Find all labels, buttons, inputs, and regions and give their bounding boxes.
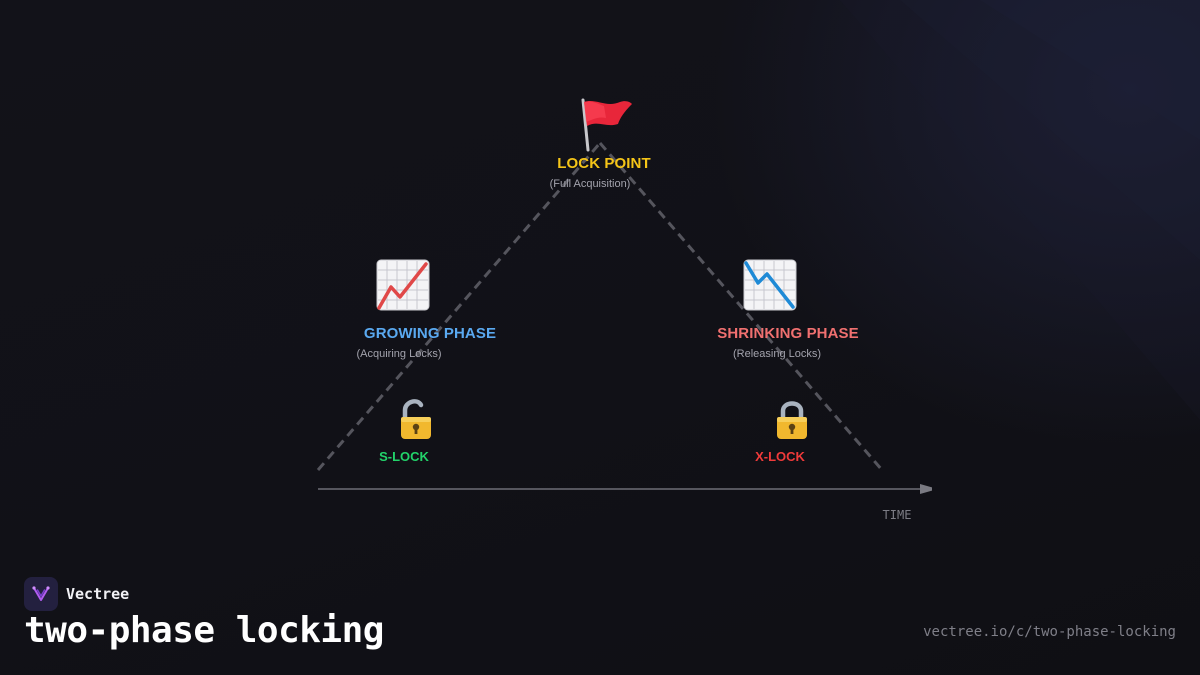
lock-point-title: LOCK POINT bbox=[557, 155, 651, 172]
vectree-logo-icon bbox=[24, 577, 58, 611]
growing-phase-line bbox=[316, 142, 602, 471]
red-flag-icon bbox=[581, 98, 632, 152]
shrinking-phase-subtitle: (Releasing Locks) bbox=[732, 348, 822, 360]
page-url[interactable]: vectree.io/c/two-phase-locking bbox=[923, 624, 1176, 640]
chart-decreasing-icon bbox=[743, 259, 797, 311]
lock-point-subtitle: (Full Acquisition) bbox=[549, 178, 631, 190]
open-padlock-icon bbox=[401, 399, 431, 439]
shrinking-phase-line bbox=[598, 142, 884, 471]
vectree-logo-glyph bbox=[32, 586, 50, 601]
x-lock-label: X-LOCK bbox=[755, 449, 805, 464]
brand[interactable]: Vectree bbox=[24, 577, 129, 611]
s-lock-label: S-LOCK bbox=[379, 449, 429, 464]
time-axis-label: TIME bbox=[882, 508, 912, 522]
growing-phase-title: GROWING PHASE bbox=[363, 325, 497, 342]
shrinking-phase-title: SHRINKING PHASE bbox=[717, 325, 859, 342]
growing-phase-subtitle: (Acquiring Locks) bbox=[356, 348, 442, 360]
brand-name: Vectree bbox=[66, 585, 130, 603]
closed-padlock-icon bbox=[777, 401, 807, 439]
page-title: two-phase locking bbox=[24, 610, 384, 651]
chart-increasing-icon bbox=[376, 259, 430, 311]
